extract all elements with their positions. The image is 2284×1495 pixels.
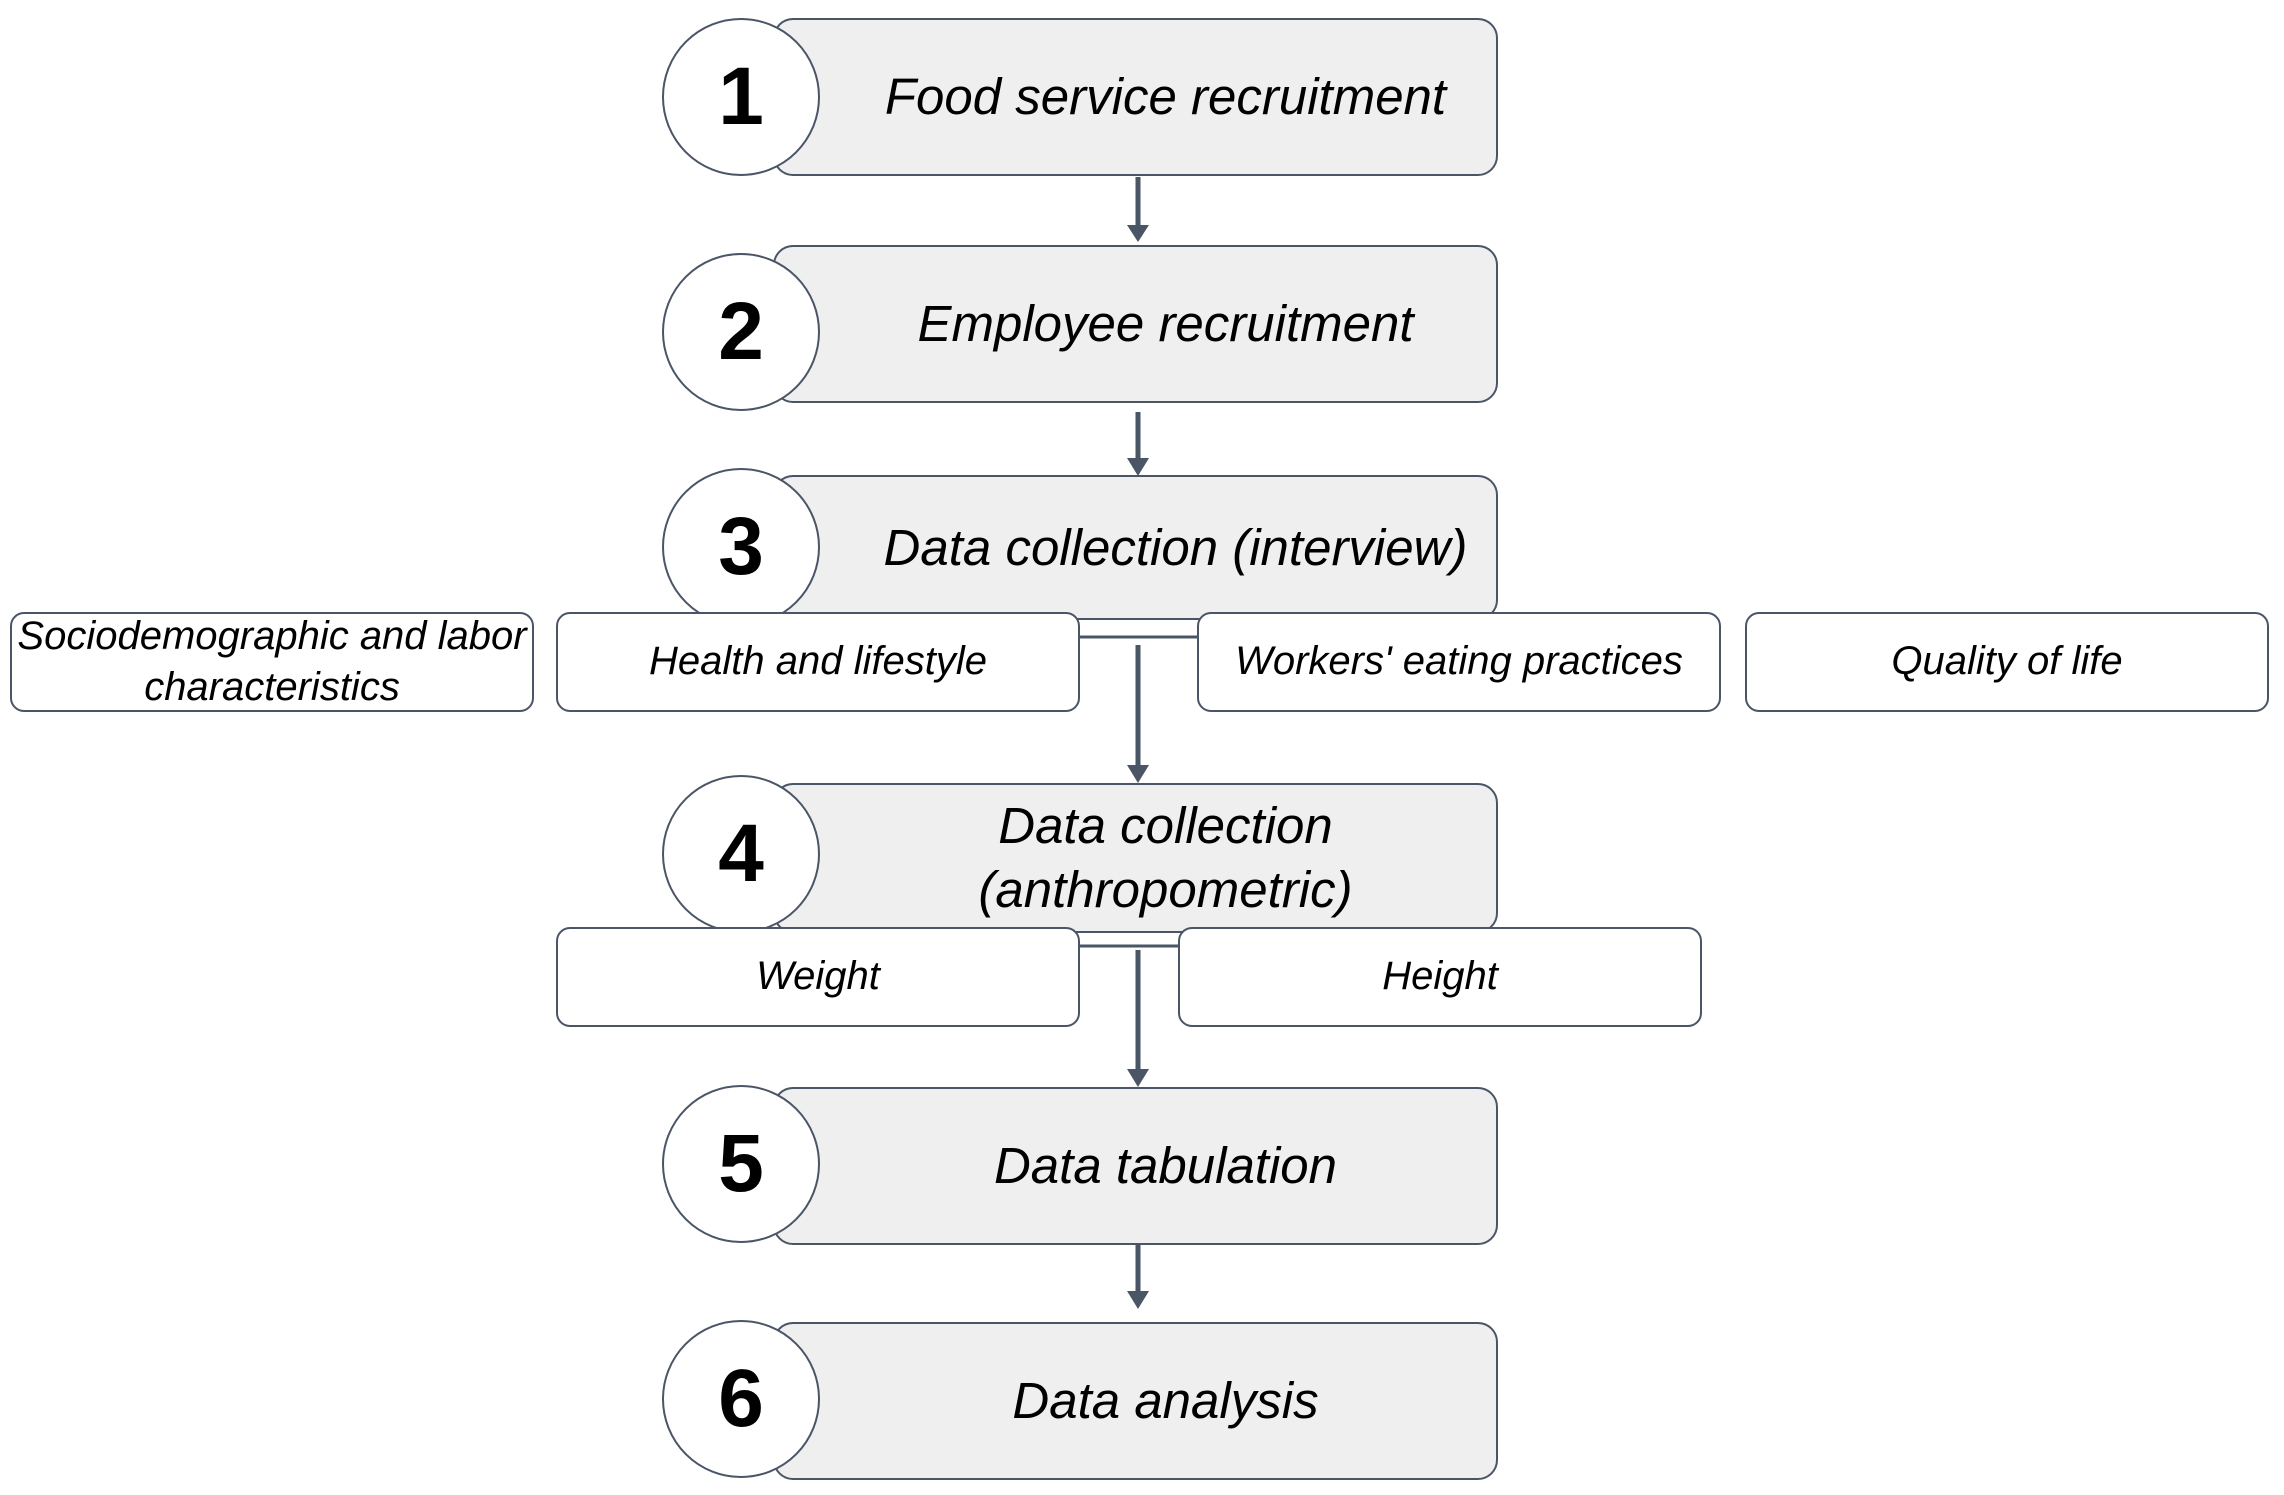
- arrow-3-to-4: [1127, 645, 1149, 783]
- step-2-box: Employee recruitment: [773, 245, 1498, 403]
- step-5-box: Data tabulation: [773, 1087, 1498, 1245]
- step-6-number: 6: [662, 1320, 820, 1478]
- arrow-1-to-2: [1127, 177, 1149, 242]
- step-1-number: 1: [662, 18, 820, 176]
- step-5-number: 5: [662, 1085, 820, 1243]
- interview-item-eating-practices: Workers' eating practices: [1197, 612, 1721, 712]
- interview-item-sociodemographic: Sociodemographic and labor characteristi…: [10, 612, 534, 712]
- step-4-label: Data collection (anthropometric): [978, 797, 1353, 918]
- step-3-number: 3: [662, 468, 820, 626]
- anthropometric-item-height: Height: [1178, 927, 1702, 1027]
- step-3-box: Data collection (interview): [773, 475, 1498, 620]
- step-4-number: 4: [662, 775, 820, 933]
- step-3-label: Data collection (interview): [883, 518, 1468, 576]
- arrow-2-to-3: [1127, 412, 1149, 476]
- step-6-box: Data analysis: [773, 1322, 1498, 1480]
- step-2-label: Employee recruitment: [917, 295, 1414, 353]
- step-1-box: Food service recruitment: [773, 18, 1498, 176]
- interview-item-health-lifestyle: Health and lifestyle: [556, 612, 1080, 712]
- step-6-label: Data analysis: [1012, 1372, 1319, 1430]
- interview-item-quality-of-life: Quality of life: [1745, 612, 2269, 712]
- anthropometric-item-weight: Weight: [556, 927, 1080, 1027]
- arrow-4-to-5: [1127, 950, 1149, 1087]
- step-1-label: Food service recruitment: [884, 68, 1447, 126]
- step-4-box: Data collection (anthropometric): [773, 783, 1498, 933]
- step-5-label: Data tabulation: [993, 1137, 1338, 1195]
- arrow-5-to-6: [1127, 1243, 1149, 1309]
- step-2-number: 2: [662, 253, 820, 411]
